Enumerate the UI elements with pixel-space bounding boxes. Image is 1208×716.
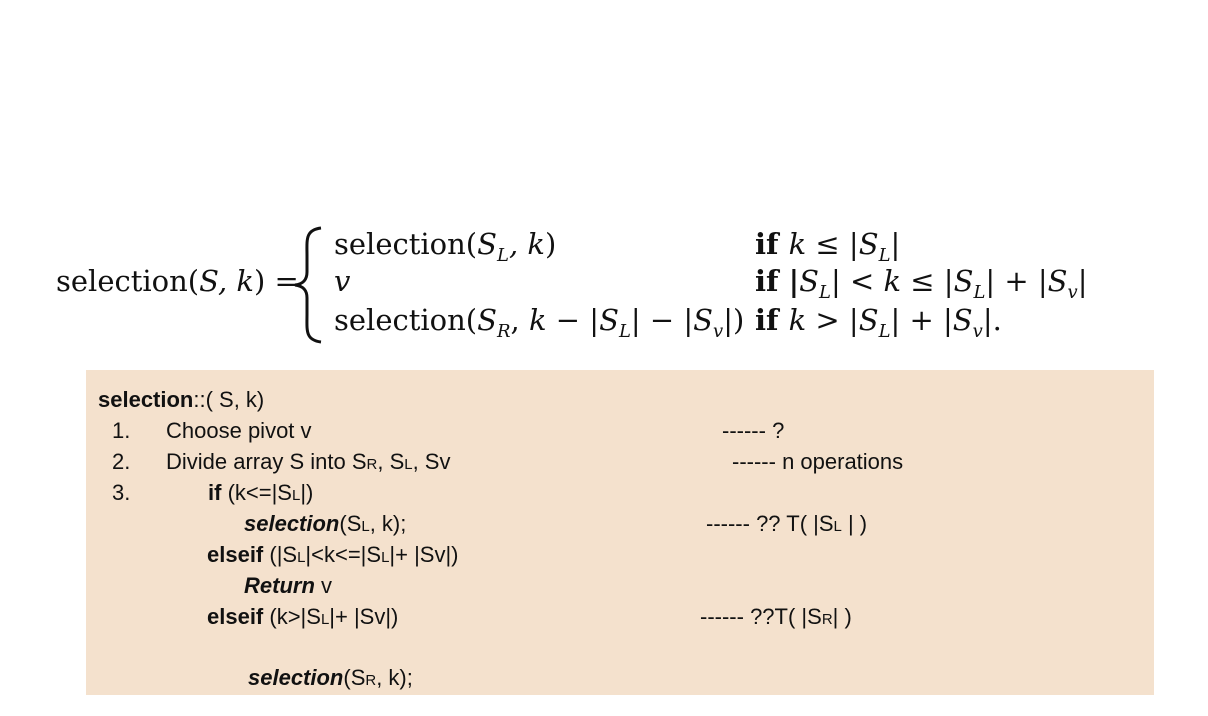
step2-number: 2. (112, 449, 131, 474)
formula-equals: = (274, 264, 299, 298)
case2-expression: v (334, 264, 351, 298)
left-brace (294, 226, 322, 344)
step2-text: Divide array S into SR, SL, Sv (166, 449, 451, 474)
elseif-right-line: elseif (k>|SL|+ |Sv|) (207, 604, 399, 629)
case1-expression: selection(SL, k) (334, 227, 557, 266)
return-line: Return v (244, 573, 333, 598)
elseif-pivot-line: elseif (|SL|<k<=|SL|+ |Sv|) (207, 542, 459, 567)
case1-condition: if k ≤ |SL| (755, 227, 901, 266)
step1-number: 1. (112, 418, 131, 443)
formula-lhs-args: S, k (199, 264, 254, 298)
formula-lhs-fn: selection (56, 264, 188, 298)
pseudocode-box: selection::( S, k) 1. Choose pivot v ---… (86, 370, 1154, 695)
recursive-call-left-cost: ------ ?? T( |SL | ) (706, 511, 868, 536)
pseudocode-header: selection::( S, k) (98, 387, 265, 412)
if-line: if (k<=|SL|) (208, 480, 314, 505)
step1-text: Choose pivot v (166, 418, 312, 443)
step3-number: 3. (112, 480, 131, 505)
recursive-call-left: selection(SL, k); (244, 511, 407, 536)
recursive-call-right-cost: ------ ??T( |SR| ) (700, 604, 852, 629)
case3-condition: if k > |SL| + |Sv|. (755, 303, 1002, 342)
formula-lhs: selection(S, k) = (56, 264, 299, 298)
step2-cost: ------ n operations (732, 449, 904, 474)
case3-expression: selection(SR, k − |SL| − |Sv|) (334, 303, 745, 342)
step1-cost: ------ ? (722, 418, 785, 443)
case2-condition: if |SL| < k ≤ |SL| + |Sv| (755, 264, 1088, 303)
selection-recurrence-formula: selection(S, k) = selection(SL, k) if k … (56, 226, 1088, 344)
recursive-call-right: selection(SR, k); (248, 665, 413, 690)
